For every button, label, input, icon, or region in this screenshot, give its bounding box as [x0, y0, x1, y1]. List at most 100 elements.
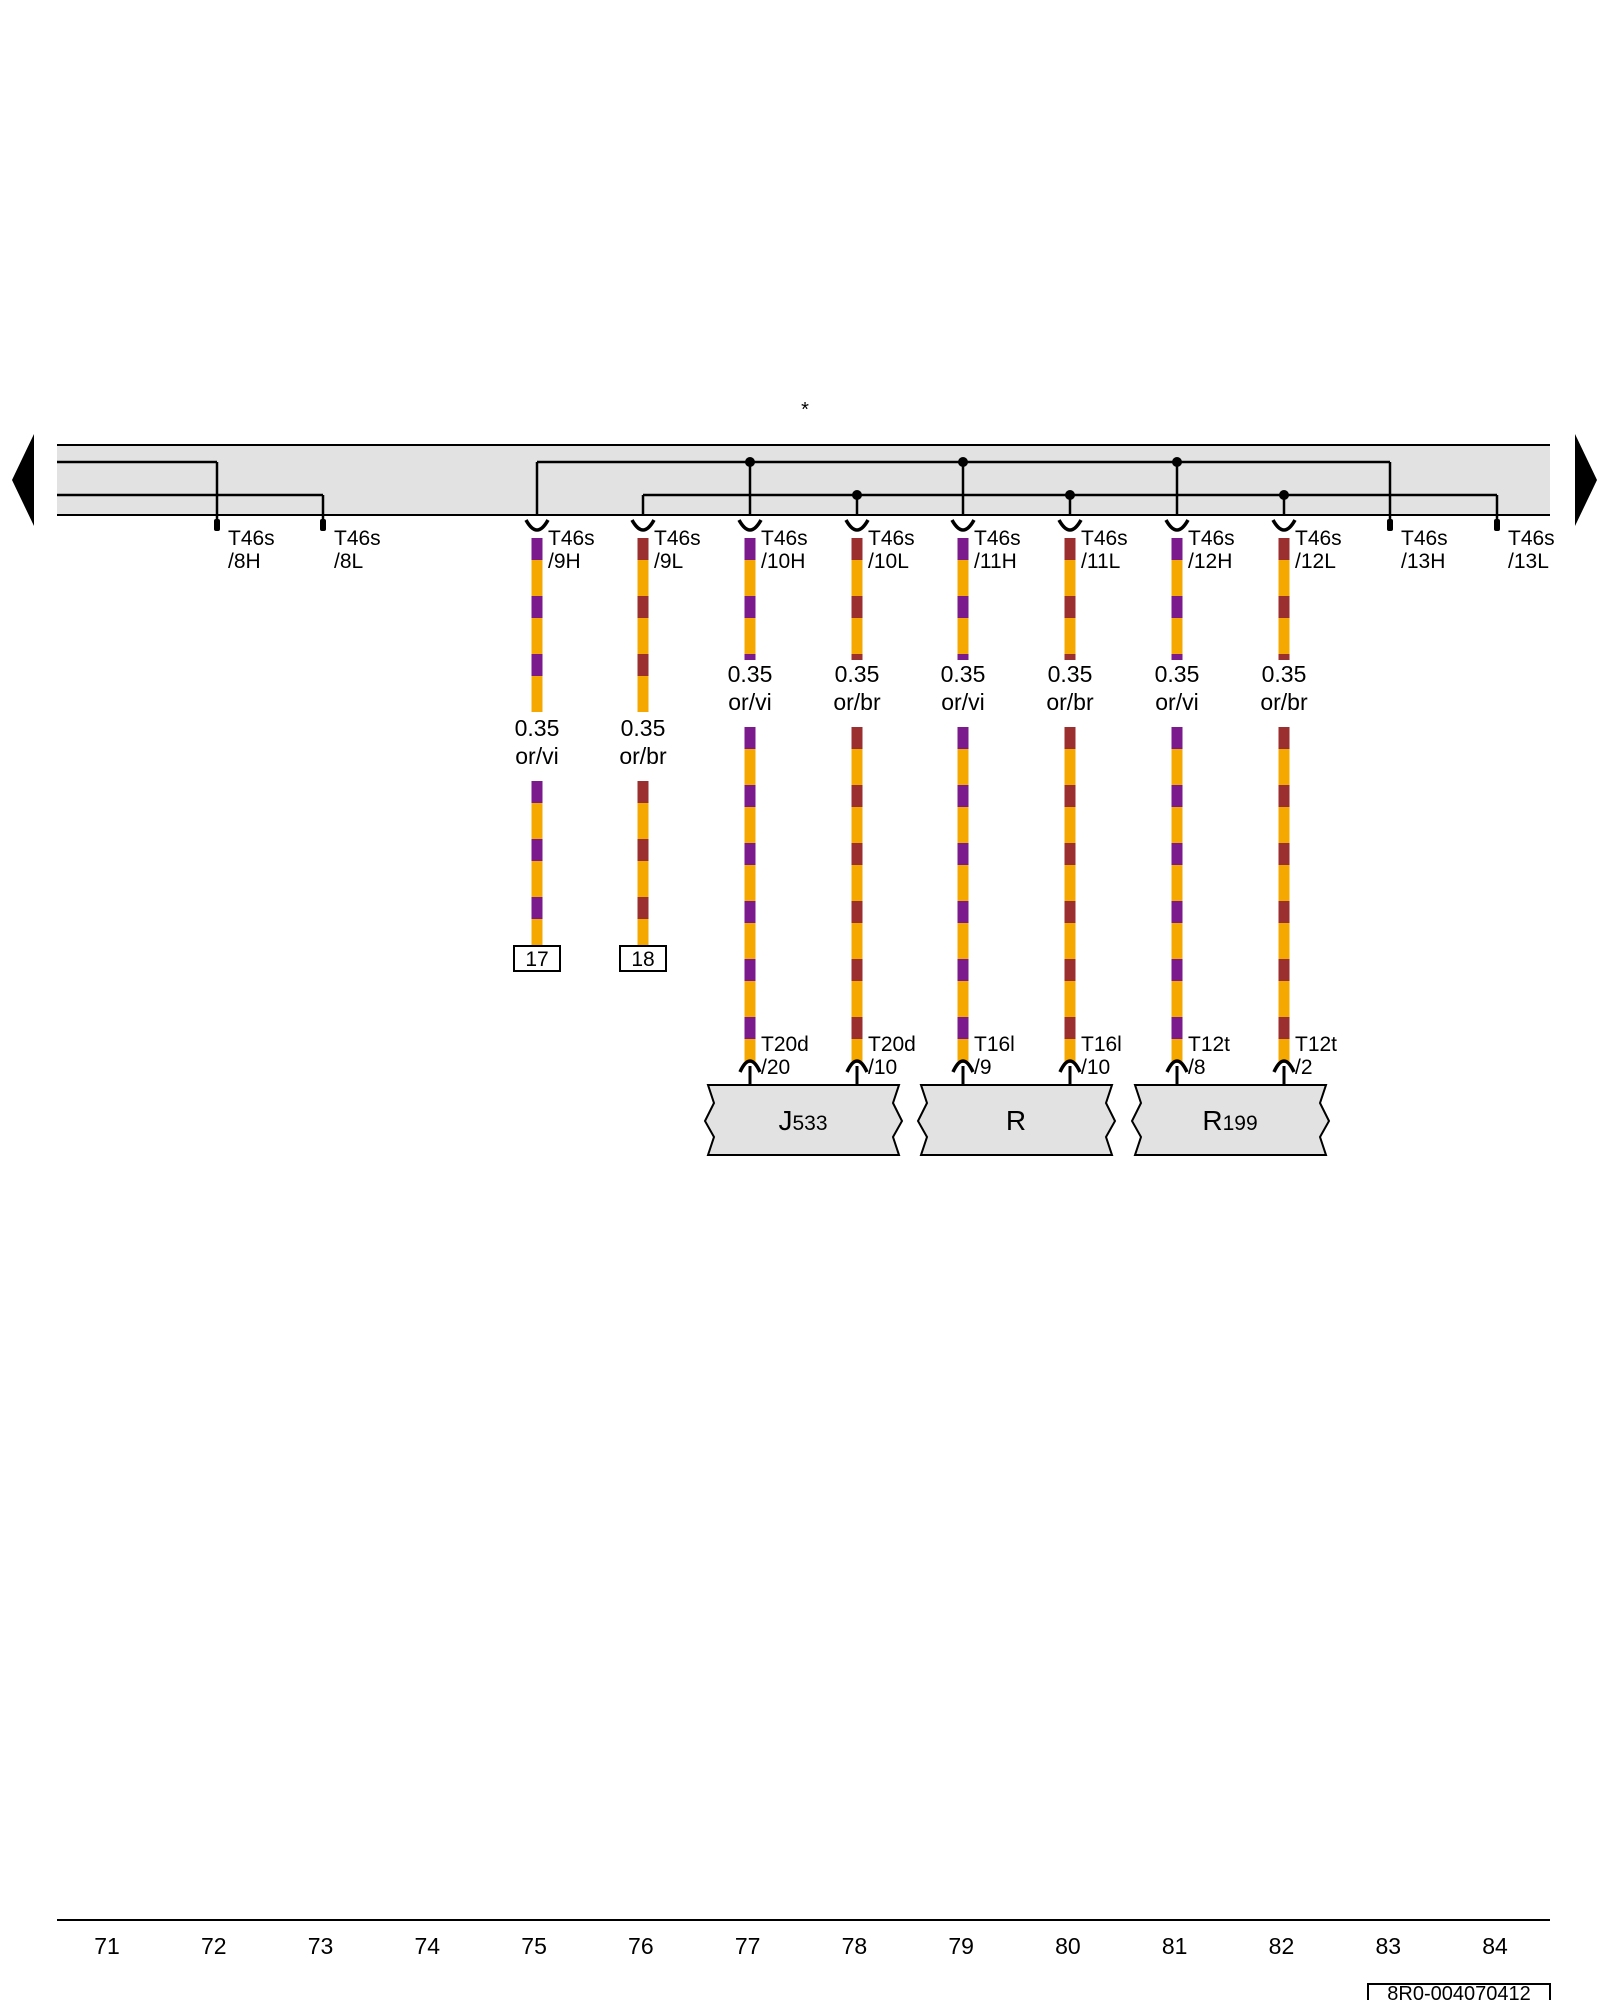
wire-color: or/br	[833, 689, 881, 715]
pin-label-line2: /13H	[1401, 550, 1445, 573]
bus-pin-t46s-8h: T46s/8H	[214, 519, 275, 573]
component-label: J533	[778, 1105, 827, 1136]
continuation-arrow-left-icon	[12, 434, 34, 526]
column-number: 84	[1482, 1933, 1508, 1959]
connector-box-18: 18	[619, 945, 667, 972]
bus-band	[57, 445, 1550, 515]
column-number: 74	[415, 1933, 441, 1959]
connector-box-frame	[513, 945, 561, 972]
column-number: 78	[842, 1933, 868, 1959]
pin-stub-icon	[1387, 519, 1393, 531]
wire-size: 0.35	[1155, 661, 1200, 687]
component-r: R	[916, 1084, 1117, 1156]
bus-internal-lines	[57, 457, 1499, 523]
end-pin-label-line1: T16l	[974, 1033, 1015, 1056]
bus-pin-t46s-10l: T46s/10L	[844, 519, 915, 573]
socket-terminal-icon	[1164, 519, 1190, 532]
pin-label-line2: /12L	[1295, 550, 1336, 573]
component-j533: J533	[703, 1084, 904, 1156]
end-pin-label-line1: T16l	[1081, 1033, 1122, 1056]
pin-label-line1: T46s	[1081, 527, 1128, 550]
component-body	[1130, 1084, 1331, 1156]
wire-size: 0.35	[941, 661, 986, 687]
wire-group: 0.35or/vi0.35or/br0.35or/viT20d/200.35or…	[515, 538, 1337, 1085]
pin-label-line2: /9H	[548, 550, 581, 573]
end-pin-label-line2: /10	[868, 1056, 897, 1079]
asterisk-marker: *	[801, 399, 809, 421]
pin-label-line2: /10H	[761, 550, 805, 573]
wire-color: or/br	[1046, 689, 1094, 715]
bus-pin-group: T46s/8HT46s/8LT46s/9HT46s/9LT46s/10HT46s…	[214, 519, 1555, 573]
pin-label-line1: T46s	[1508, 527, 1555, 550]
pin-label-line2: /9L	[654, 550, 683, 573]
component-body	[916, 1084, 1117, 1156]
pin-label-line2: /12H	[1188, 550, 1232, 573]
wire-size: 0.35	[1048, 661, 1093, 687]
component-body	[703, 1084, 904, 1156]
connector-box-frame	[619, 945, 667, 972]
end-pin-label-line1: T12t	[1188, 1033, 1230, 1056]
plug-terminal-icon	[845, 1059, 869, 1073]
component-r199: R199	[1130, 1084, 1331, 1156]
socket-terminal-icon	[950, 519, 976, 532]
pin-label-line1: T46s	[761, 527, 808, 550]
pin-stub-icon	[214, 519, 220, 531]
pin-label-line2: /8L	[334, 550, 363, 573]
column-number: 73	[308, 1933, 334, 1959]
bus-pin-t46s-13l: T46s/13L	[1494, 519, 1555, 573]
reference-code-box	[1367, 1983, 1551, 2000]
bus-pin-t46s-9h: T46s/9H	[524, 519, 595, 573]
pin-label-line2: /10L	[868, 550, 909, 573]
splice-point	[1065, 490, 1075, 500]
column-number: 82	[1269, 1933, 1295, 1959]
bus-pin-t46s-10h: T46s/10H	[737, 519, 808, 573]
socket-terminal-icon	[737, 519, 763, 532]
pin-label-line1: T46s	[1295, 527, 1342, 550]
column-number: 79	[948, 1933, 974, 1959]
pin-label-line1: T46s	[1188, 527, 1235, 550]
socket-terminal-icon	[630, 519, 656, 532]
socket-terminal-icon	[1057, 519, 1083, 532]
end-pin-label-line2: /8	[1188, 1056, 1206, 1079]
plug-terminal-icon	[1058, 1059, 1082, 1073]
bus-pin-t46s-13h: T46s/13H	[1387, 519, 1448, 573]
bus-pin-t46s-12l: T46s/12L	[1271, 519, 1342, 573]
pin-label-line1: T46s	[868, 527, 915, 550]
plug-terminal-icon	[738, 1059, 762, 1073]
end-pin-label-line2: /10	[1081, 1056, 1110, 1079]
column-number: 72	[201, 1933, 227, 1959]
pin-label-line1: T46s	[974, 527, 1021, 550]
column-number: 77	[735, 1933, 761, 1959]
splice-point	[1279, 490, 1289, 500]
wire-color: or/vi	[728, 689, 771, 715]
wire-size: 0.35	[728, 661, 773, 687]
wire-size: 0.35	[1262, 661, 1307, 687]
pin-label-line2: /8H	[228, 550, 261, 573]
end-pin-label-line2: /20	[761, 1056, 790, 1079]
pin-label-line2: /11H	[974, 550, 1017, 573]
end-pin-label-line2: /9	[974, 1056, 992, 1079]
pin-label-line2: /11L	[1081, 550, 1120, 573]
pin-label-line1: T46s	[1401, 527, 1448, 550]
bus-pin-t46s-8l: T46s/8L	[320, 519, 381, 573]
column-number: 76	[628, 1933, 654, 1959]
plug-terminal-icon	[1165, 1059, 1189, 1073]
column-number: 71	[94, 1933, 120, 1959]
connector-box-17: 17	[513, 945, 561, 972]
wire-color: or/vi	[941, 689, 984, 715]
socket-terminal-icon	[844, 519, 870, 532]
pin-label-line1: T46s	[548, 527, 595, 550]
bus-pin-t46s-9l: T46s/9L	[630, 519, 701, 573]
column-number: 81	[1162, 1933, 1188, 1959]
wire-size: 0.35	[835, 661, 880, 687]
splice-point	[745, 457, 755, 467]
connector-box-number: 18	[631, 948, 654, 971]
socket-terminal-icon	[1271, 519, 1297, 532]
